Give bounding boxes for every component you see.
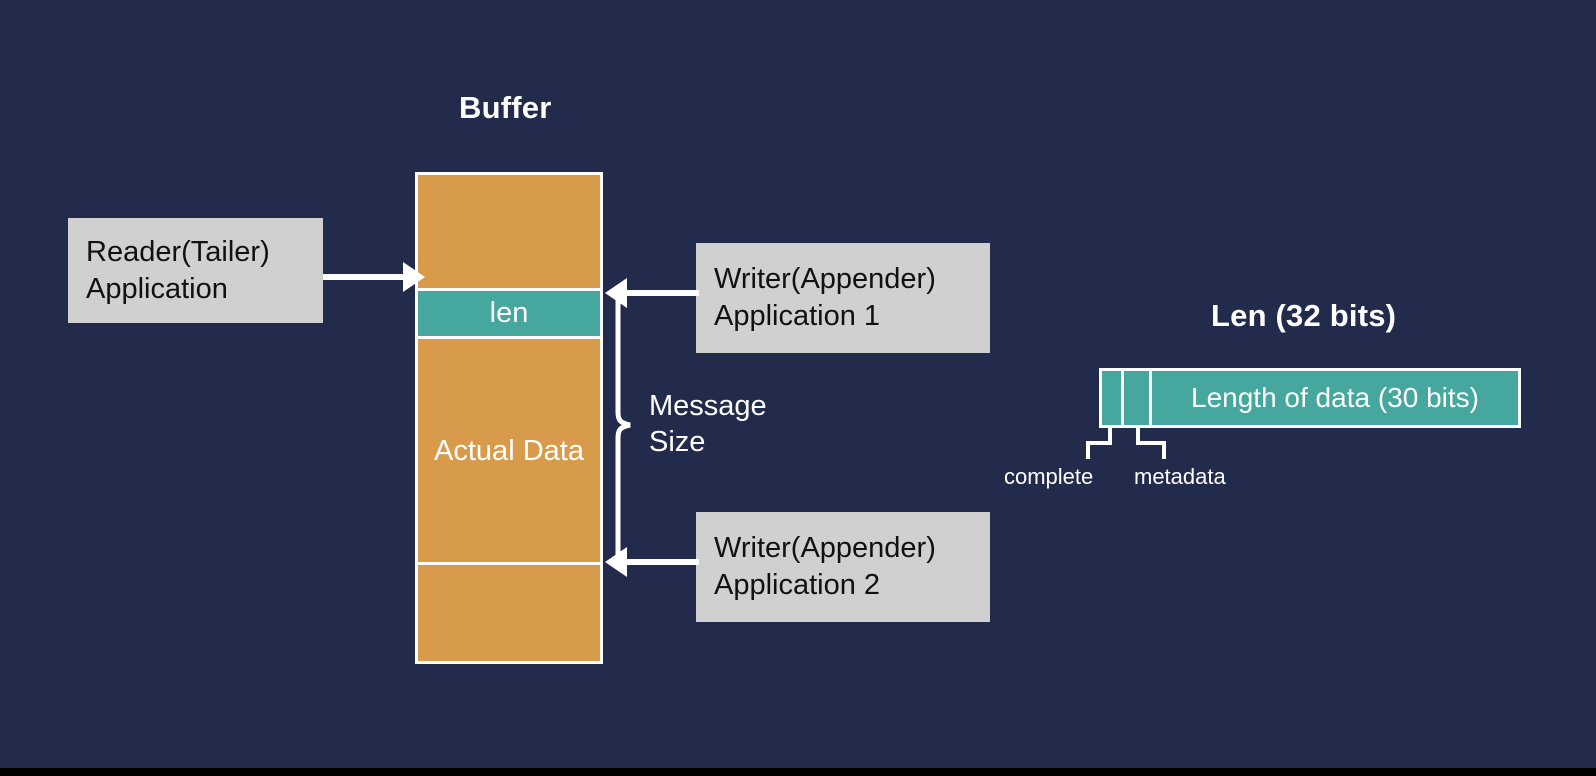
reader-arrow-icon — [403, 262, 425, 292]
len-cell-metadata — [1124, 371, 1152, 425]
writer1-connector-line — [627, 290, 699, 296]
buffer-segment-len: len — [418, 291, 600, 339]
len-cell-length-of-data: Length of data (30 bits) — [1152, 371, 1518, 425]
buffer-segment-free-top — [418, 175, 600, 291]
reader-tailer-application-box: Reader(Tailer) Application — [68, 218, 323, 323]
reader-connector-line — [323, 274, 407, 280]
message-size-label: Message Size — [649, 390, 767, 458]
message-size-brace-icon — [615, 288, 631, 562]
writer-appender-application-1-box: Writer(Appender) Application 1 — [696, 243, 990, 353]
len-bitfield-bar: Length of data (30 bits) — [1099, 368, 1521, 428]
len-cell-complete — [1102, 371, 1124, 425]
writer2-arrow-icon — [605, 547, 627, 577]
bottom-letterbox-strip — [0, 768, 1596, 776]
len-32-bits-title: Len (32 bits) — [1211, 298, 1397, 333]
writer2-connector-line — [627, 559, 699, 565]
len-callout-metadata-label: metadata — [1134, 464, 1226, 489]
buffer-title: Buffer — [459, 90, 552, 125]
len-callout-complete-label: complete — [1004, 464, 1094, 489]
buffer-segment-actual-data: Actual Data — [418, 339, 600, 565]
buffer-segment-free-bottom — [418, 565, 600, 661]
len-callout-lines-icon — [1086, 425, 1166, 459]
buffer-column: len Actual Data — [415, 172, 603, 664]
writer-appender-application-2-box: Writer(Appender) Application 2 — [696, 512, 990, 622]
